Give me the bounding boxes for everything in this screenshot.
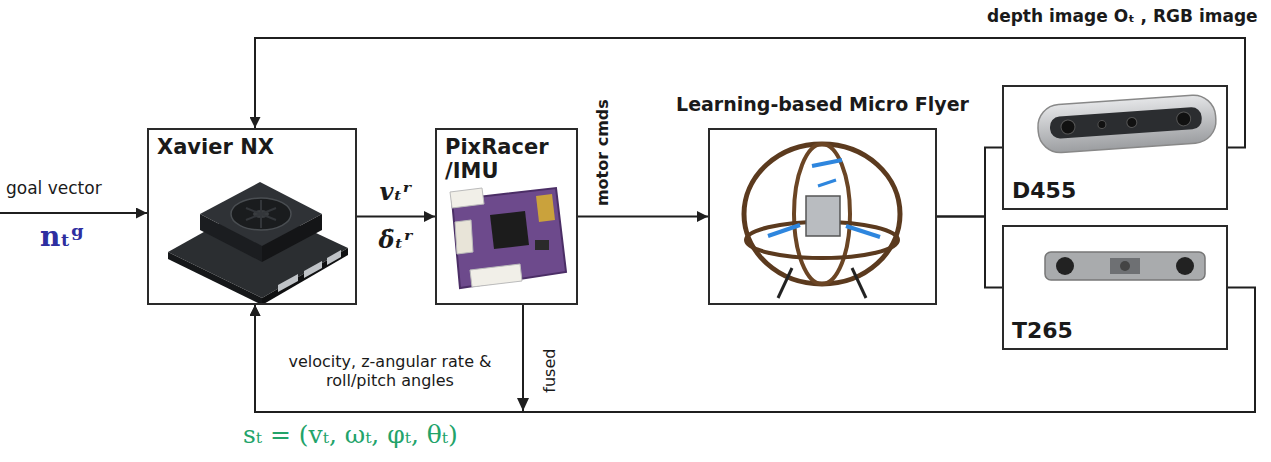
port xyxy=(327,250,341,265)
signal-arrow xyxy=(578,216,708,218)
block-title: D455 xyxy=(1012,178,1076,203)
t265-camera xyxy=(1045,252,1205,280)
fan xyxy=(231,198,291,230)
port xyxy=(278,274,298,292)
input-label: goal vector xyxy=(6,178,102,198)
signal-label: fused xyxy=(540,348,559,392)
port xyxy=(304,261,322,278)
block-title: PixRacer /IMU xyxy=(445,135,549,183)
lens xyxy=(1056,257,1074,275)
goal-symbol: nₜᵍ xyxy=(40,220,85,254)
signal-label: motor cmds xyxy=(592,99,611,206)
state-symbol: sₜ = (vₜ, ωₜ, φₜ, θₜ) xyxy=(243,420,458,450)
signal-arrow xyxy=(255,38,1245,148)
small-chip xyxy=(535,240,549,250)
cage-ring xyxy=(794,144,850,284)
chip xyxy=(490,211,529,249)
flight-controller-box: PixRacer /IMU xyxy=(435,128,578,305)
signal-arrow xyxy=(937,217,1002,288)
propeller xyxy=(818,180,836,186)
signal-arrow xyxy=(937,148,1002,217)
lens xyxy=(1120,261,1130,271)
lens xyxy=(1098,120,1107,129)
drone-box: Learning-based Micro Flyer xyxy=(708,128,937,305)
camera-box: T265 xyxy=(1002,225,1228,350)
signal-arrow xyxy=(357,216,435,218)
cage-ring xyxy=(744,144,900,284)
camera-body xyxy=(1036,94,1217,154)
board-side xyxy=(168,252,262,305)
controller-box: Xavier NX xyxy=(147,128,357,305)
lens xyxy=(1127,117,1138,128)
camera-sensor xyxy=(1110,258,1140,274)
camera-box: D455 xyxy=(1002,85,1228,210)
propeller xyxy=(768,225,800,236)
block-title: Xavier NX xyxy=(157,135,274,159)
camera-face xyxy=(1049,107,1202,140)
d455-camera xyxy=(1036,94,1217,154)
connector xyxy=(450,188,484,208)
flyer-body xyxy=(806,196,840,236)
signal-label: vₜʳ δ̇ₜʳ xyxy=(379,168,414,264)
propeller xyxy=(846,226,880,237)
block-title: Learning-based Micro Flyer xyxy=(676,94,969,116)
lens xyxy=(1061,120,1076,135)
propeller xyxy=(812,160,842,166)
leg xyxy=(852,268,866,298)
signal-label: velocity, z-angular rate & roll/pitch an… xyxy=(265,352,515,390)
lens xyxy=(1176,257,1194,275)
input-arrow xyxy=(0,212,147,214)
camera-body xyxy=(1045,252,1205,280)
signal-label: depth image Oₜ , RGB image xyxy=(987,6,1258,26)
lens xyxy=(1176,111,1191,126)
board-side xyxy=(262,248,348,305)
pin-header xyxy=(536,194,555,222)
signal-arrow xyxy=(255,305,523,412)
connector xyxy=(470,264,522,287)
jetson-board xyxy=(168,182,348,305)
leg xyxy=(778,268,792,298)
fan-blades xyxy=(246,200,276,228)
pixracer-board xyxy=(450,188,566,288)
micro-flyer xyxy=(744,144,900,298)
connector xyxy=(455,220,473,254)
block-title: T265 xyxy=(1012,318,1073,343)
